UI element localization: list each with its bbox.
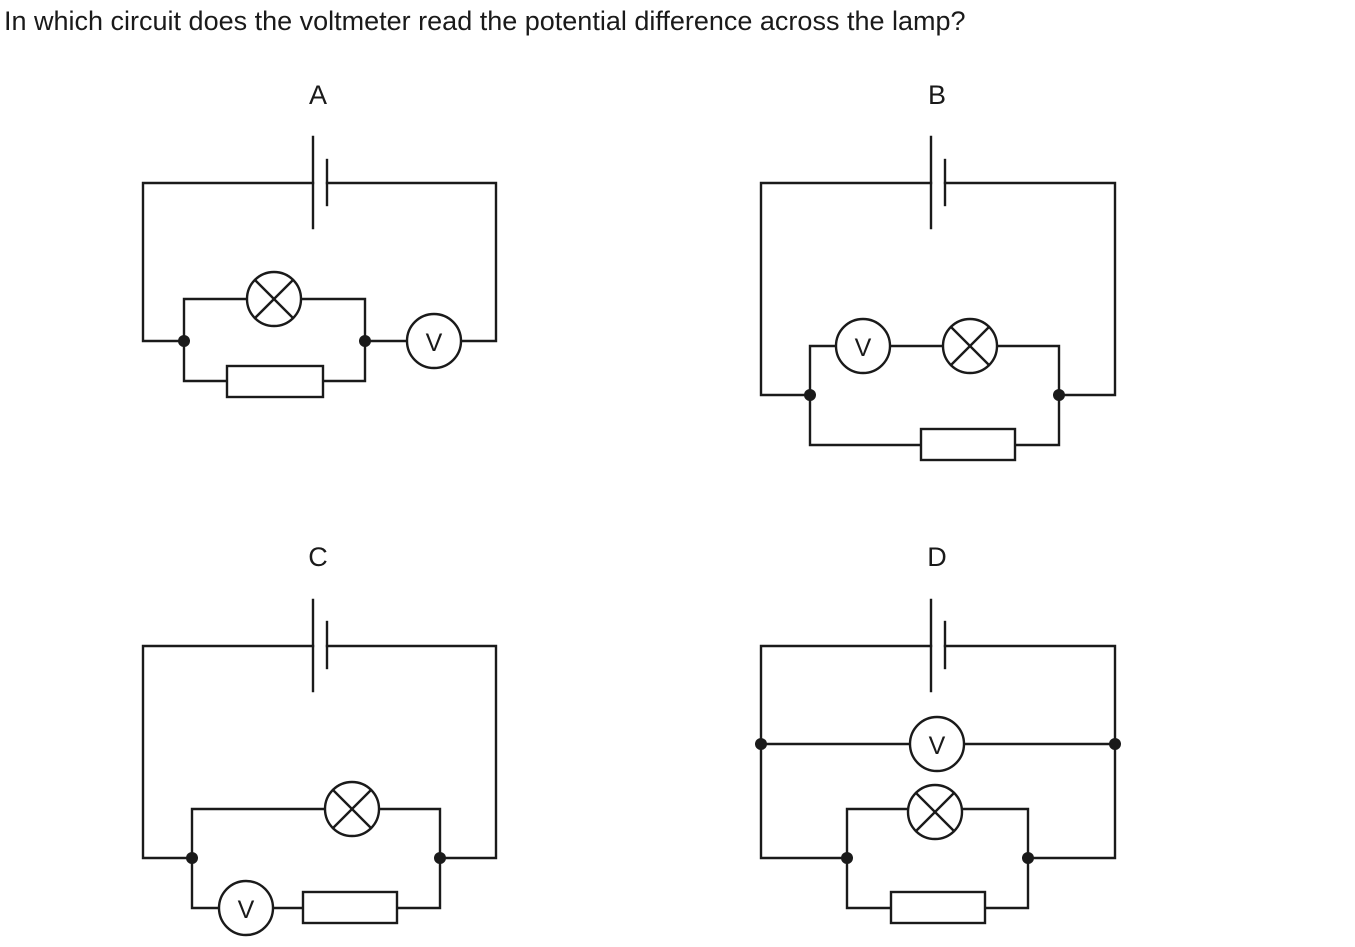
wire	[325, 644, 498, 860]
circuit-c: C V	[141, 542, 498, 937]
junction-dot	[434, 852, 446, 864]
resistor-icon	[919, 427, 1017, 462]
wire	[808, 344, 838, 397]
junction-dot	[178, 335, 190, 347]
wire	[190, 856, 221, 910]
wire	[845, 807, 910, 860]
junction-dot	[359, 335, 371, 347]
junction-dot	[186, 852, 198, 864]
voltmeter-label: V	[929, 732, 946, 760]
wire	[845, 856, 893, 910]
lamp-icon	[906, 783, 964, 841]
lamp-icon	[245, 270, 303, 328]
junction-dot	[1109, 738, 1121, 750]
voltmeter-label: V	[238, 896, 255, 924]
voltmeter-icon: V	[405, 312, 463, 370]
lamp-icon	[323, 780, 381, 838]
voltmeter-icon: V	[834, 317, 892, 375]
wire	[759, 644, 933, 860]
wire	[395, 856, 442, 910]
wire	[808, 393, 923, 447]
wire	[182, 339, 229, 383]
junction-dot	[755, 738, 767, 750]
option-letter-d: D	[927, 542, 947, 572]
voltmeter-icon: V	[217, 879, 275, 937]
voltmeter-icon: V	[908, 715, 966, 773]
junction-dot	[804, 389, 816, 401]
option-letter-a: A	[309, 80, 327, 110]
circuit-d: D V	[755, 542, 1121, 925]
circuit-a: A V	[141, 80, 498, 399]
question-text: In which circuit does the voltmeter read…	[4, 6, 966, 36]
wire	[321, 339, 367, 383]
cell-icon	[311, 135, 329, 230]
wire	[943, 181, 1117, 397]
lamp-icon	[941, 317, 999, 375]
resistor-icon	[889, 890, 987, 925]
voltmeter-label: V	[855, 334, 872, 362]
wire	[377, 807, 442, 860]
cell-icon	[311, 598, 329, 693]
cell-icon	[929, 135, 947, 230]
resistor-icon	[225, 364, 325, 399]
option-letter-c: C	[308, 542, 328, 572]
wire	[759, 181, 933, 397]
wire	[960, 807, 1030, 860]
wire	[190, 807, 327, 860]
junction-dot	[1022, 852, 1034, 864]
option-letter-b: B	[928, 80, 946, 110]
cell-icon	[929, 598, 947, 693]
resistor-icon	[301, 890, 399, 925]
junction-dot	[1053, 389, 1065, 401]
wire	[182, 297, 249, 343]
wire	[995, 344, 1061, 397]
wire	[299, 297, 367, 343]
wire	[141, 644, 315, 860]
wire	[943, 644, 1117, 860]
wire	[141, 181, 315, 343]
circuit-b: B V	[759, 80, 1117, 462]
voltmeter-label: V	[426, 329, 443, 357]
junction-dot	[841, 852, 853, 864]
wire	[325, 181, 498, 343]
wire	[983, 856, 1030, 910]
wire	[1013, 393, 1061, 447]
